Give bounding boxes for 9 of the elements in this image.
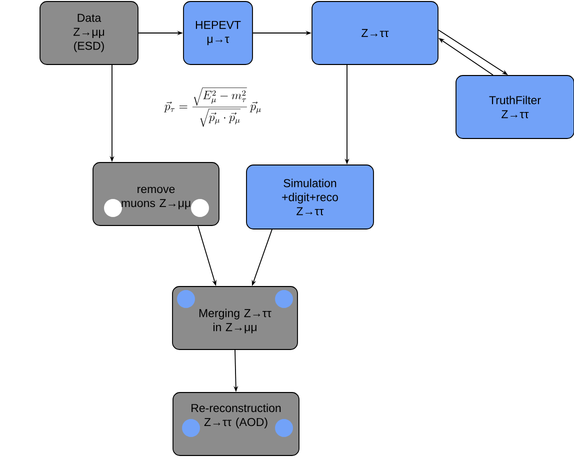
process-box: Data Z→μμ (ESD) [40, 1, 138, 65]
process-box: Simulation +digit+reco Z→ττ [246, 164, 374, 230]
process-box: Z→ττ [312, 1, 438, 65]
process-box: Re-reconstruction Z→ττ (AOD) [172, 392, 300, 456]
process-box: HEPEVT μ→τ [183, 1, 253, 65]
process-box: Merging Z→ττ in Z→μμ [172, 286, 298, 350]
process-box: remove muons Z→μμ [92, 162, 220, 226]
process-box: TruthFilter Z→ττ [456, 75, 574, 139]
formula: $\vec{p}_\tau = \frac{\sqrt{E_\mu^2 - m_\tau^2}}{\sqrt{\vec{p}_\mu\cdot\vec{p}_\mu}}\,\vec{p}_\mu$ [164, 88, 261, 127]
